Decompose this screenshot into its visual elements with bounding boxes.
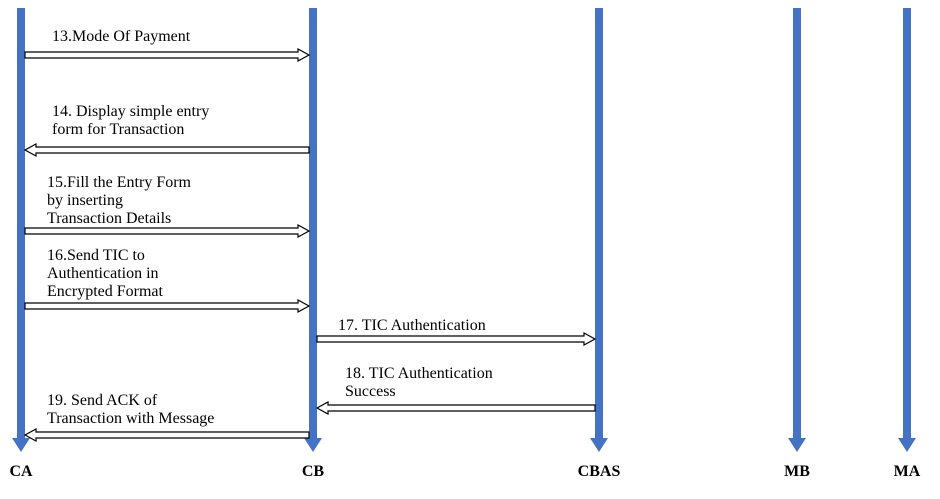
lifeline-cbas — [590, 8, 608, 452]
message-label: 17. TIC Authentication — [338, 317, 486, 334]
actor-label-cb: CB — [302, 463, 325, 480]
message-17: 17. TIC Authentication — [316, 317, 597, 347]
message-label: 13.Mode Of Payment — [52, 28, 191, 45]
message-label: 19. Send ACK of — [47, 392, 158, 409]
message-label: Transaction Details — [47, 210, 171, 227]
message-label: by inserting — [47, 192, 123, 209]
message-arrow — [23, 142, 310, 158]
actor-label-cbas: CBAS — [578, 463, 621, 480]
lifeline-ca — [12, 8, 30, 452]
message-label: Success — [345, 383, 396, 400]
messages-group: 13.Mode Of Payment 14. Display simple ent… — [23, 28, 597, 443]
actor-labels-group: CA CB CBAS MB MA — [9, 463, 920, 480]
message-arrow — [24, 223, 311, 239]
message-arrow — [315, 400, 596, 416]
actor-label-ma: MA — [894, 463, 921, 480]
message-arrow — [23, 427, 310, 443]
message-label: 14. Display simple entry — [52, 103, 209, 120]
message-label: form for Transaction — [52, 121, 184, 138]
message-label: Authentication in — [47, 265, 159, 282]
actor-label-mb: MB — [784, 463, 810, 480]
lifeline-cb — [304, 8, 322, 452]
lifelines-group — [12, 8, 916, 452]
message-label: Transaction with Message — [47, 410, 214, 427]
message-arrow — [316, 331, 597, 347]
message-label: 16.Send TIC to — [47, 247, 145, 264]
actor-label-ca: CA — [9, 463, 33, 480]
message-arrow — [24, 298, 311, 314]
message-arrow — [24, 47, 311, 63]
message-13: 13.Mode Of Payment — [24, 28, 311, 63]
message-label: 18. TIC Authentication — [345, 365, 493, 382]
lifeline-ma — [898, 8, 916, 452]
message-label: 15.Fill the Entry Form — [47, 174, 192, 191]
message-label: Encrypted Format — [47, 283, 164, 300]
lifeline-mb — [788, 8, 806, 452]
